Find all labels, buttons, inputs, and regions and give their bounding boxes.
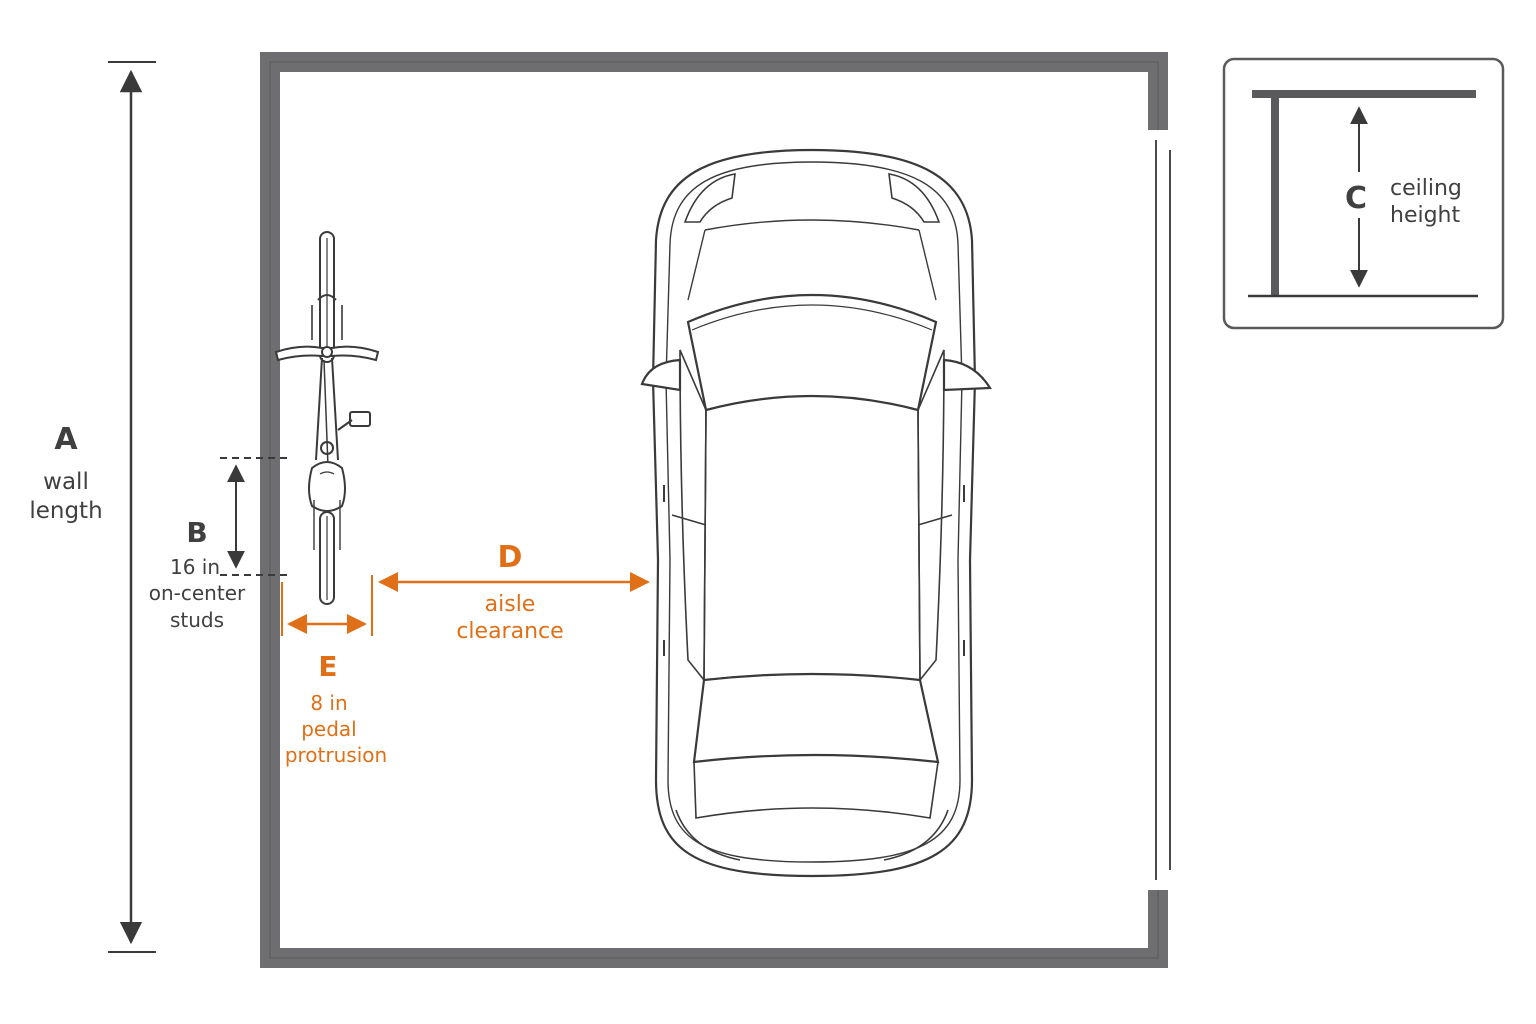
dimension-e-label-line3: protrusion	[285, 743, 387, 767]
dimension-a-label-line2: length	[29, 498, 102, 524]
dimension-a-label-line1: wall	[43, 469, 89, 495]
dimension-d-label-line1: aisle	[485, 592, 536, 617]
dimension-b: B 16 in on-center studs	[149, 457, 292, 632]
dimension-a-letter: A	[54, 422, 78, 457]
dimension-b-label-line1: 16 in	[170, 555, 220, 579]
garage-walls	[260, 52, 1168, 968]
dimension-a: A wall length	[29, 61, 156, 953]
dimension-b-letter: B	[186, 516, 207, 549]
dimension-b-label-line2: on-center	[149, 581, 246, 605]
dimension-e-label-line2: pedal	[301, 717, 357, 741]
ceiling-section-inset: C ceiling height	[1222, 57, 1505, 330]
dimension-c-label-line2: height	[1390, 203, 1460, 228]
dimension-c-letter: C	[1345, 181, 1367, 216]
car-icon	[640, 148, 992, 878]
dimension-d-label-line2: clearance	[456, 619, 563, 644]
dimension-d: D aisle clearance	[378, 540, 650, 644]
dimension-b-label-line3: studs	[170, 608, 224, 632]
garage-door-opening	[1155, 140, 1171, 880]
dimension-e: E 8 in pedal protrusion	[281, 575, 387, 767]
bicycle-icon	[274, 231, 380, 605]
dimension-d-letter: D	[498, 540, 523, 575]
dimension-c-label-line1: ceiling	[1390, 176, 1462, 201]
dimension-e-label-line1: 8 in	[310, 691, 347, 715]
dimension-e-letter: E	[318, 650, 337, 683]
